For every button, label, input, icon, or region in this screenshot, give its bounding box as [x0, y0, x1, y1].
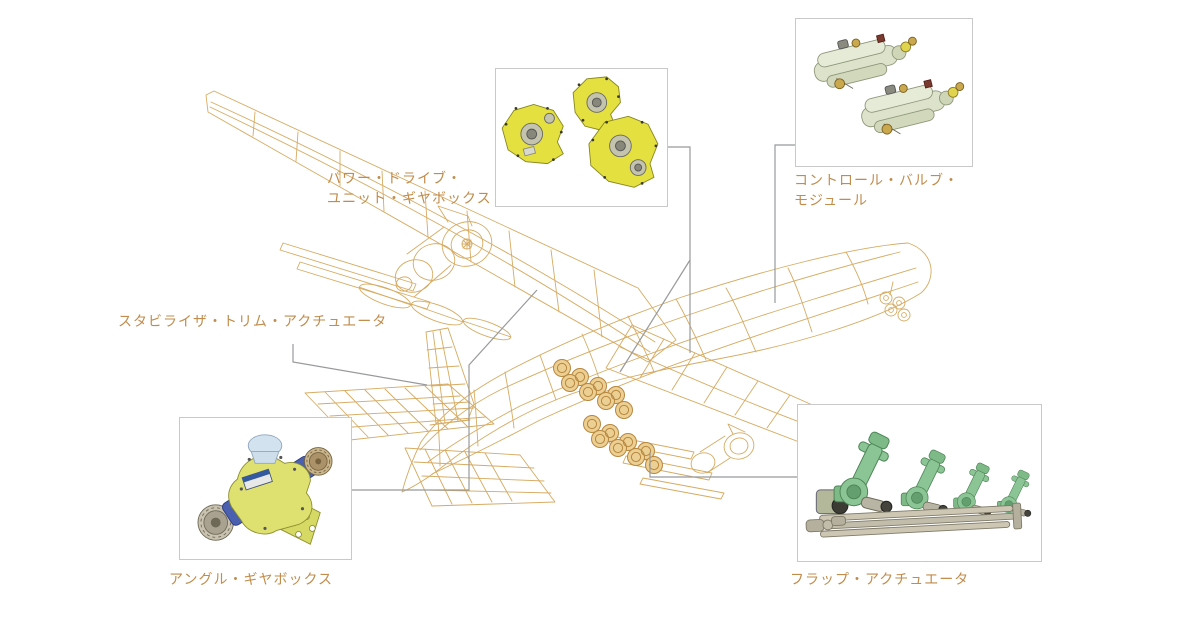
- horizontal-stabilizer-left: [304, 383, 495, 441]
- label-power-line1: パワー・ドライブ・: [327, 171, 462, 187]
- label-stab-text: スタビライザ・トリム・アクチュエータ: [118, 314, 388, 330]
- horizontal-stabilizer-right: [404, 447, 556, 507]
- engine-nacelle-near: [690, 423, 755, 474]
- tail-fin: [425, 327, 475, 426]
- control-valve-module-photo: [795, 18, 973, 167]
- connector-flap-actuator: [649, 452, 797, 478]
- label-flap-text: フラップ・アクチュエータ: [790, 572, 970, 588]
- label-control-valve-module: コントロール・バルブ・ モジュール: [794, 171, 959, 211]
- connector-control-valve: [774, 144, 795, 303]
- label-power-line2: ユニット・ギヤボックス: [327, 191, 492, 207]
- gearbox-photo-illustration: [501, 76, 659, 188]
- label-flap-actuator: フラップ・アクチュエータ: [790, 570, 969, 590]
- power-drive-unit-gearbox-photo: [495, 68, 668, 207]
- detached-flap-panels-far: [279, 242, 512, 341]
- connector-angle-gearbox: [352, 289, 538, 491]
- label-cv-line1: コントロール・バルブ・: [794, 173, 959, 189]
- engine-nacelle-far: [394, 205, 493, 298]
- label-power-drive-unit-gearbox: パワー・ドライブ・ ユニット・ギヤボックス: [327, 169, 492, 209]
- label-cv-line2: モジュール: [794, 193, 869, 209]
- far-wing: [205, 90, 677, 363]
- aircraft-wireframe-illustration: [205, 90, 932, 507]
- label-stabilizer-trim-actuator: スタビライザ・トリム・アクチュエータ: [118, 312, 387, 332]
- angle-gearbox-photo-illustration: [197, 434, 333, 545]
- angle-gearbox-photo: [179, 417, 352, 560]
- connector-power-drive-unit: [668, 146, 691, 353]
- fuselage: [401, 242, 932, 493]
- label-angle-gearbox: アングル・ギヤボックス: [169, 570, 333, 590]
- flap-actuator-photo-illustration: [805, 430, 1032, 538]
- valve-module-photo-illustration: [808, 22, 972, 143]
- connector-power-drive-unit-branch: [619, 259, 691, 373]
- flap-actuator-photo: [797, 404, 1042, 562]
- connector-stabilizer-trim: [292, 344, 428, 386]
- label-angle-text: アングル・ギヤボックス: [169, 572, 334, 588]
- landing-gear-bogie: [879, 281, 911, 322]
- flap-drive-units: [553, 359, 663, 474]
